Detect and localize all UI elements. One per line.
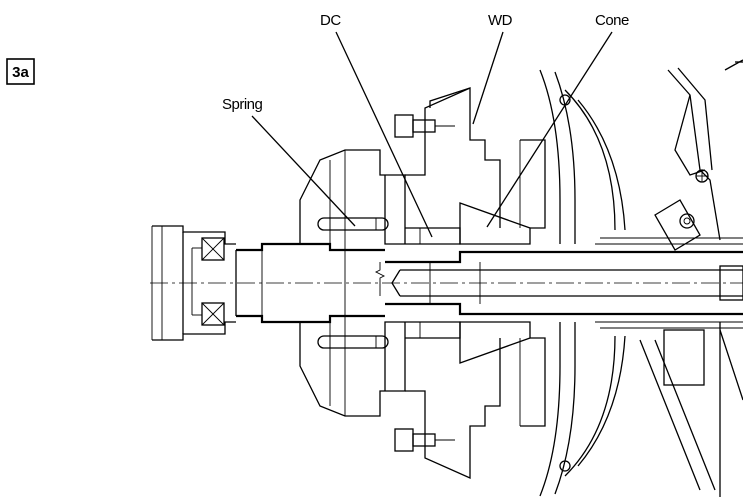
wd-housing-bottom [394, 338, 501, 480]
lever-mechanism-lower [595, 321, 743, 497]
lever-mechanism-upper [595, 59, 743, 251]
disc-upper [519, 69, 626, 244]
leader-wd [472, 31, 504, 125]
bearing-housing [151, 225, 236, 341]
input-shaft [235, 242, 386, 324]
cone [459, 202, 531, 364]
output-shaft [385, 250, 743, 316]
leader-dc [335, 31, 433, 238]
figure-id-label: 3a [12, 64, 29, 81]
spring-top [317, 217, 389, 231]
figure-id-box: 3a [6, 58, 35, 85]
disc-lower [519, 322, 626, 497]
leader-spring [251, 115, 356, 227]
wd-housing-top [394, 86, 501, 228]
label-wd: WD [488, 12, 513, 29]
label-dc: DC [320, 12, 341, 29]
label-spring: Spring [222, 96, 263, 113]
leader-lines [251, 31, 613, 238]
label-cone: Cone [595, 12, 629, 29]
leader-cone [486, 31, 613, 228]
spring-bottom [317, 335, 389, 349]
